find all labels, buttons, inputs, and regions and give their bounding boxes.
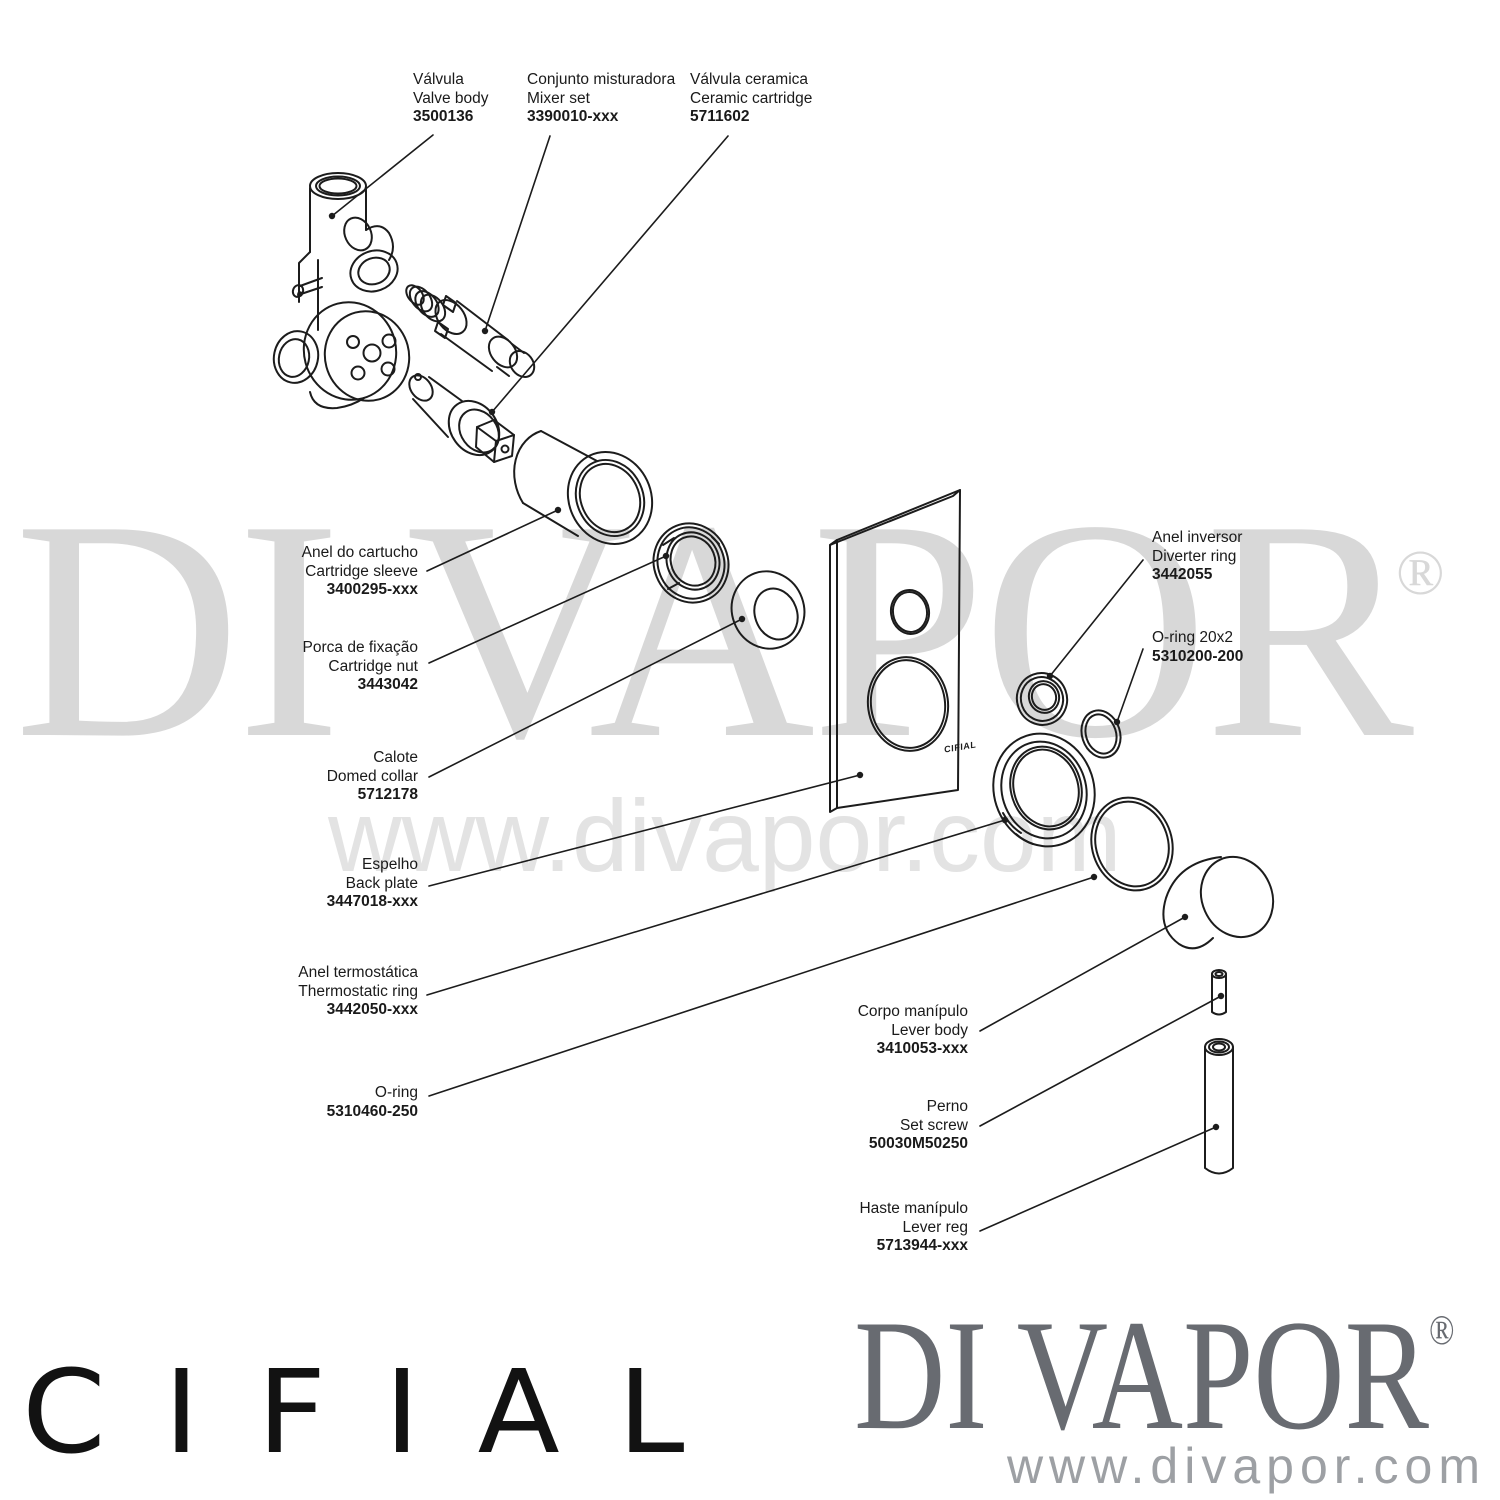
label-valve-body: Válvula Valve body 3500136	[413, 71, 489, 127]
part-name-pt: O-ring 20x2	[1152, 629, 1233, 646]
cartridge-nut-drawing	[652, 522, 730, 604]
label-domed-collar: Calote Domed collar 5712178	[120, 749, 418, 805]
part-name-en: Cartridge sleeve	[305, 562, 418, 580]
part-number: 3410053-xxx	[876, 1040, 968, 1058]
part-number: 3390010-xxx	[527, 108, 619, 126]
part-name-pt: Porca de fixação	[302, 639, 418, 656]
label-o-ring: O-ring 5310460-250	[120, 1084, 418, 1121]
thermostatic-ring-drawing	[992, 732, 1096, 848]
cifial-logo: CIFIAL	[22, 1346, 743, 1480]
leader-lines	[328, 134, 1225, 1232]
part-number: 5711602	[690, 108, 750, 126]
part-number: 3500136	[413, 108, 474, 126]
part-name-pt: Válvula ceramica	[690, 71, 809, 88]
mixer-set-drawing	[405, 284, 536, 378]
divapor-logo: DI VAPOR®	[854, 1297, 1454, 1455]
label-o-ring-20x2: O-ring 20x2 5310200-200	[1152, 629, 1392, 666]
part-name-en: Domed collar	[326, 767, 418, 785]
o-ring-drawing	[1090, 796, 1174, 892]
part-number: 3400295-xxx	[326, 581, 418, 599]
part-name-en: Diverter ring	[1152, 547, 1237, 565]
part-number: 5713944-xxx	[876, 1237, 968, 1255]
watermark-registered-icon: ®	[1396, 537, 1445, 608]
part-name-en: Valve body	[413, 89, 489, 107]
part-name-pt: Perno	[926, 1098, 968, 1115]
label-back-plate: Espelho Back plate 3447018-xxx	[120, 856, 418, 912]
part-name-pt: Anel inversor	[1152, 529, 1243, 546]
label-lever-body: Corpo manípulo Lever body 3410053-xxx	[680, 1003, 968, 1059]
part-name-pt: Conjunto misturadora	[527, 71, 676, 88]
part-name-pt: Haste manípulo	[859, 1200, 968, 1217]
part-name-pt: O-ring	[374, 1084, 418, 1101]
part-name-en: Lever body	[891, 1021, 968, 1039]
label-lever-reg: Haste manípulo Lever reg 5713944-xxx	[680, 1200, 968, 1256]
part-number: 5712178	[357, 786, 418, 804]
label-ceramic-cartridge: Válvula ceramica Ceramic cartridge 57116…	[690, 71, 812, 127]
o-ring-20x2-drawing	[1080, 709, 1122, 759]
label-cartridge-nut: Porca de fixação Cartridge nut 3443042	[120, 639, 418, 695]
registered-icon: ®	[1428, 1308, 1454, 1354]
label-thermostatic-ring: Anel termostática Thermostatic ring 3442…	[120, 964, 418, 1020]
part-number: 5310200-200	[1152, 647, 1244, 665]
part-name-en: Thermostatic ring	[298, 982, 418, 1000]
part-name-pt: Anel termostática	[298, 964, 418, 981]
ceramic-cartridge-drawing	[408, 373, 515, 463]
domed-collar-drawing	[730, 570, 806, 650]
label-diverter-ring: Anel inversor Diverter ring 3442055	[1152, 529, 1392, 585]
part-name-pt: Anel do cartucho	[301, 544, 418, 561]
part-name-pt: Corpo manípulo	[857, 1003, 968, 1020]
back-plate-drawing	[829, 489, 961, 813]
part-number: 3443042	[357, 676, 418, 694]
part-number: 50030M50250	[868, 1135, 968, 1153]
part-name-en: Set screw	[899, 1116, 968, 1134]
part-number: 5310460-250	[326, 1102, 418, 1120]
part-name-en: Cartridge nut	[328, 657, 418, 675]
label-set-screw: Perno Set screw 50030M50250	[680, 1098, 968, 1154]
set-screw-drawing	[1211, 969, 1227, 1016]
lever-body-drawing	[1162, 855, 1275, 950]
part-number: 3442050-xxx	[326, 1001, 418, 1019]
diverter-ring-drawing	[1015, 672, 1069, 726]
part-name-en: Mixer set	[527, 89, 590, 107]
divapor-logo-text: DI VAPOR	[853, 1288, 1429, 1463]
part-name-pt: Espelho	[361, 856, 418, 873]
part-name-pt: Calote	[373, 749, 418, 766]
cartridge-sleeve-drawing	[513, 430, 654, 545]
divapor-url: www.divapor.com	[1006, 1438, 1486, 1494]
watermark-divapor: DI VAPOR	[14, 455, 1414, 803]
part-number: 3447018-xxx	[326, 893, 418, 911]
lever-reg-drawing	[1204, 1038, 1234, 1175]
valve-body-drawing	[272, 172, 411, 410]
part-name-en: Ceramic cartridge	[690, 89, 813, 107]
part-name-en: Back plate	[345, 874, 418, 892]
part-name-pt: Válvula	[413, 71, 464, 88]
label-cartridge-sleeve: Anel do cartucho Cartridge sleeve 340029…	[120, 544, 418, 600]
label-mixer-set: Conjunto misturadora Mixer set 3390010-x…	[527, 71, 675, 127]
watermark-url: www.divapor.com	[328, 779, 1122, 893]
part-number: 3442055	[1152, 566, 1213, 584]
part-name-en: Lever reg	[902, 1218, 968, 1236]
